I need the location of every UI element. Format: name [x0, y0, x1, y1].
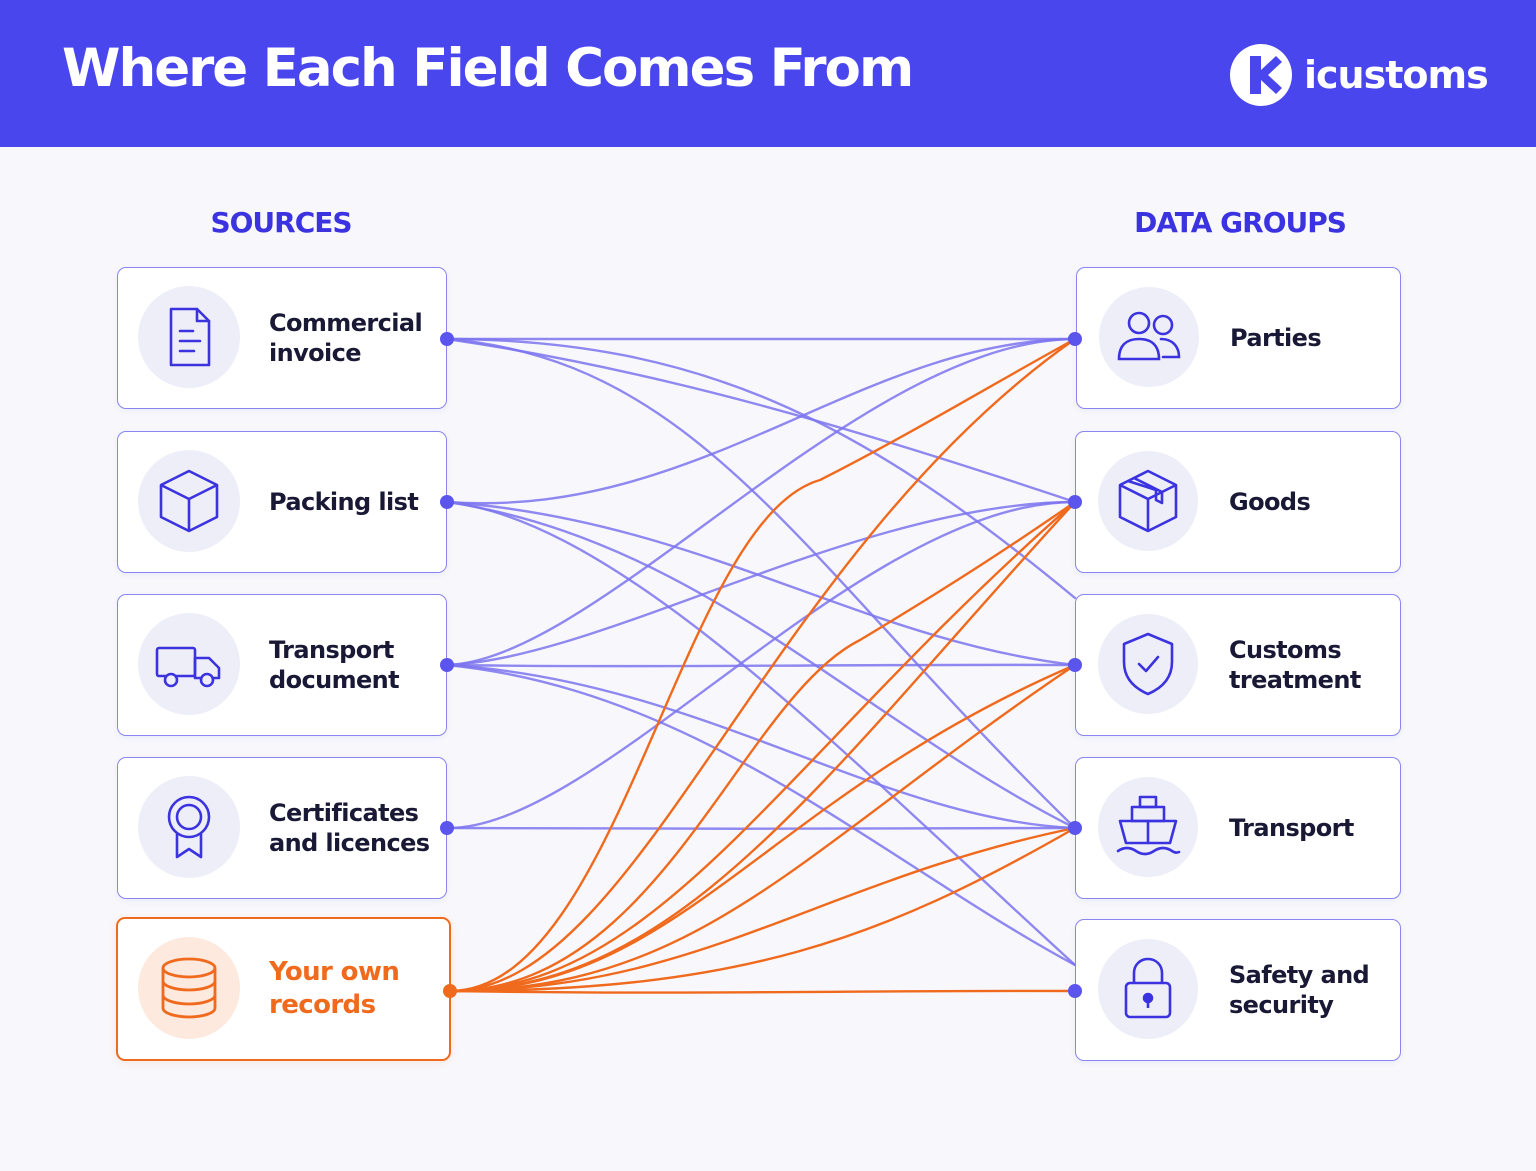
- link-invoice-goods: [445, 337, 1077, 504]
- link-records-customs-1: [448, 663, 1077, 993]
- group-label: Customs treatment: [1229, 636, 1361, 694]
- brand-name: icustoms: [1304, 53, 1489, 97]
- source-card-commercial-invoice[interactable]: Commercial invoice: [117, 267, 447, 409]
- link-records-parties-1: [448, 337, 1077, 993]
- truck-icon: [155, 646, 221, 688]
- link-records-goods-1: [448, 500, 1077, 993]
- source-label: Certificates and licences: [269, 799, 430, 857]
- link-transportdoc-safety: [445, 663, 1077, 967]
- source-card-transport-document[interactable]: Transport document: [117, 594, 447, 736]
- group-label: Parties: [1230, 324, 1322, 352]
- link-transportdoc-transport: [445, 663, 1077, 830]
- connector-node: [440, 821, 454, 835]
- link-certs-goods: [445, 500, 1077, 830]
- ship-icon: [1116, 795, 1181, 856]
- award-ribbon-icon: [167, 795, 211, 859]
- people-icon: [1117, 311, 1181, 361]
- group-card-transport[interactable]: Transport: [1075, 757, 1401, 899]
- brand: icustoms: [1230, 44, 1489, 106]
- package-icon: [1118, 469, 1178, 533]
- group-label: Goods: [1229, 488, 1311, 516]
- link-invoice-transport: [445, 337, 1077, 830]
- shield-check-icon: [1122, 632, 1174, 696]
- link-records-goods-2: [448, 500, 1077, 993]
- link-packing-customs: [445, 500, 1077, 667]
- link-records-safety: [448, 989, 1077, 994]
- source-card-certificates[interactable]: Certificates and licences: [117, 757, 447, 899]
- document-icon: [169, 307, 211, 367]
- link-packing-parties: [445, 337, 1077, 505]
- connector-node: [1068, 658, 1082, 672]
- sources-heading: SOURCES: [210, 206, 352, 239]
- connector-node: [1068, 495, 1082, 509]
- link-transportdoc-customs: [445, 663, 1077, 668]
- source-label: Transport document: [269, 636, 400, 694]
- link-invoice-customs: [445, 337, 1077, 600]
- connector-node: [1068, 821, 1082, 835]
- connector-node: [1068, 984, 1082, 998]
- group-label: Safety and security: [1229, 961, 1370, 1019]
- header-bar: Where Each Field Comes From icustoms: [0, 0, 1536, 147]
- link-records-parties-2: [448, 337, 1077, 993]
- group-card-customs-treatment[interactable]: Customs treatment: [1075, 594, 1401, 736]
- source-label: Commercial invoice: [269, 309, 423, 367]
- icustoms-logo-icon: [1230, 44, 1292, 106]
- source-card-your-own-records[interactable]: Your own records: [116, 917, 451, 1061]
- connector-node: [440, 658, 454, 672]
- connector-node: [440, 495, 454, 509]
- link-records-transport-1: [448, 826, 1077, 993]
- connector-node: [1068, 332, 1082, 346]
- database-icon: [161, 957, 217, 1019]
- group-card-parties[interactable]: Parties: [1076, 267, 1401, 409]
- link-records-customs-2: [448, 663, 1077, 993]
- link-transportdoc-parties: [445, 337, 1077, 667]
- link-certs-transport: [445, 826, 1077, 830]
- source-label: Your own records: [269, 957, 400, 1020]
- padlock-icon: [1124, 957, 1172, 1019]
- link-transportdoc-goods: [445, 500, 1077, 667]
- source-label: Packing list: [269, 488, 419, 516]
- group-card-safety-security[interactable]: Safety and security: [1075, 919, 1401, 1061]
- connector-node: [440, 332, 454, 346]
- page-title: Where Each Field Comes From: [62, 38, 914, 99]
- source-card-packing-list[interactable]: Packing list: [117, 431, 447, 573]
- link-records-transport-2: [448, 826, 1077, 993]
- group-card-goods[interactable]: Goods: [1075, 431, 1401, 573]
- data-groups-heading: DATA GROUPS: [1134, 206, 1347, 239]
- box-icon: [159, 469, 219, 533]
- group-label: Transport: [1229, 814, 1354, 842]
- connector-node: [443, 984, 457, 998]
